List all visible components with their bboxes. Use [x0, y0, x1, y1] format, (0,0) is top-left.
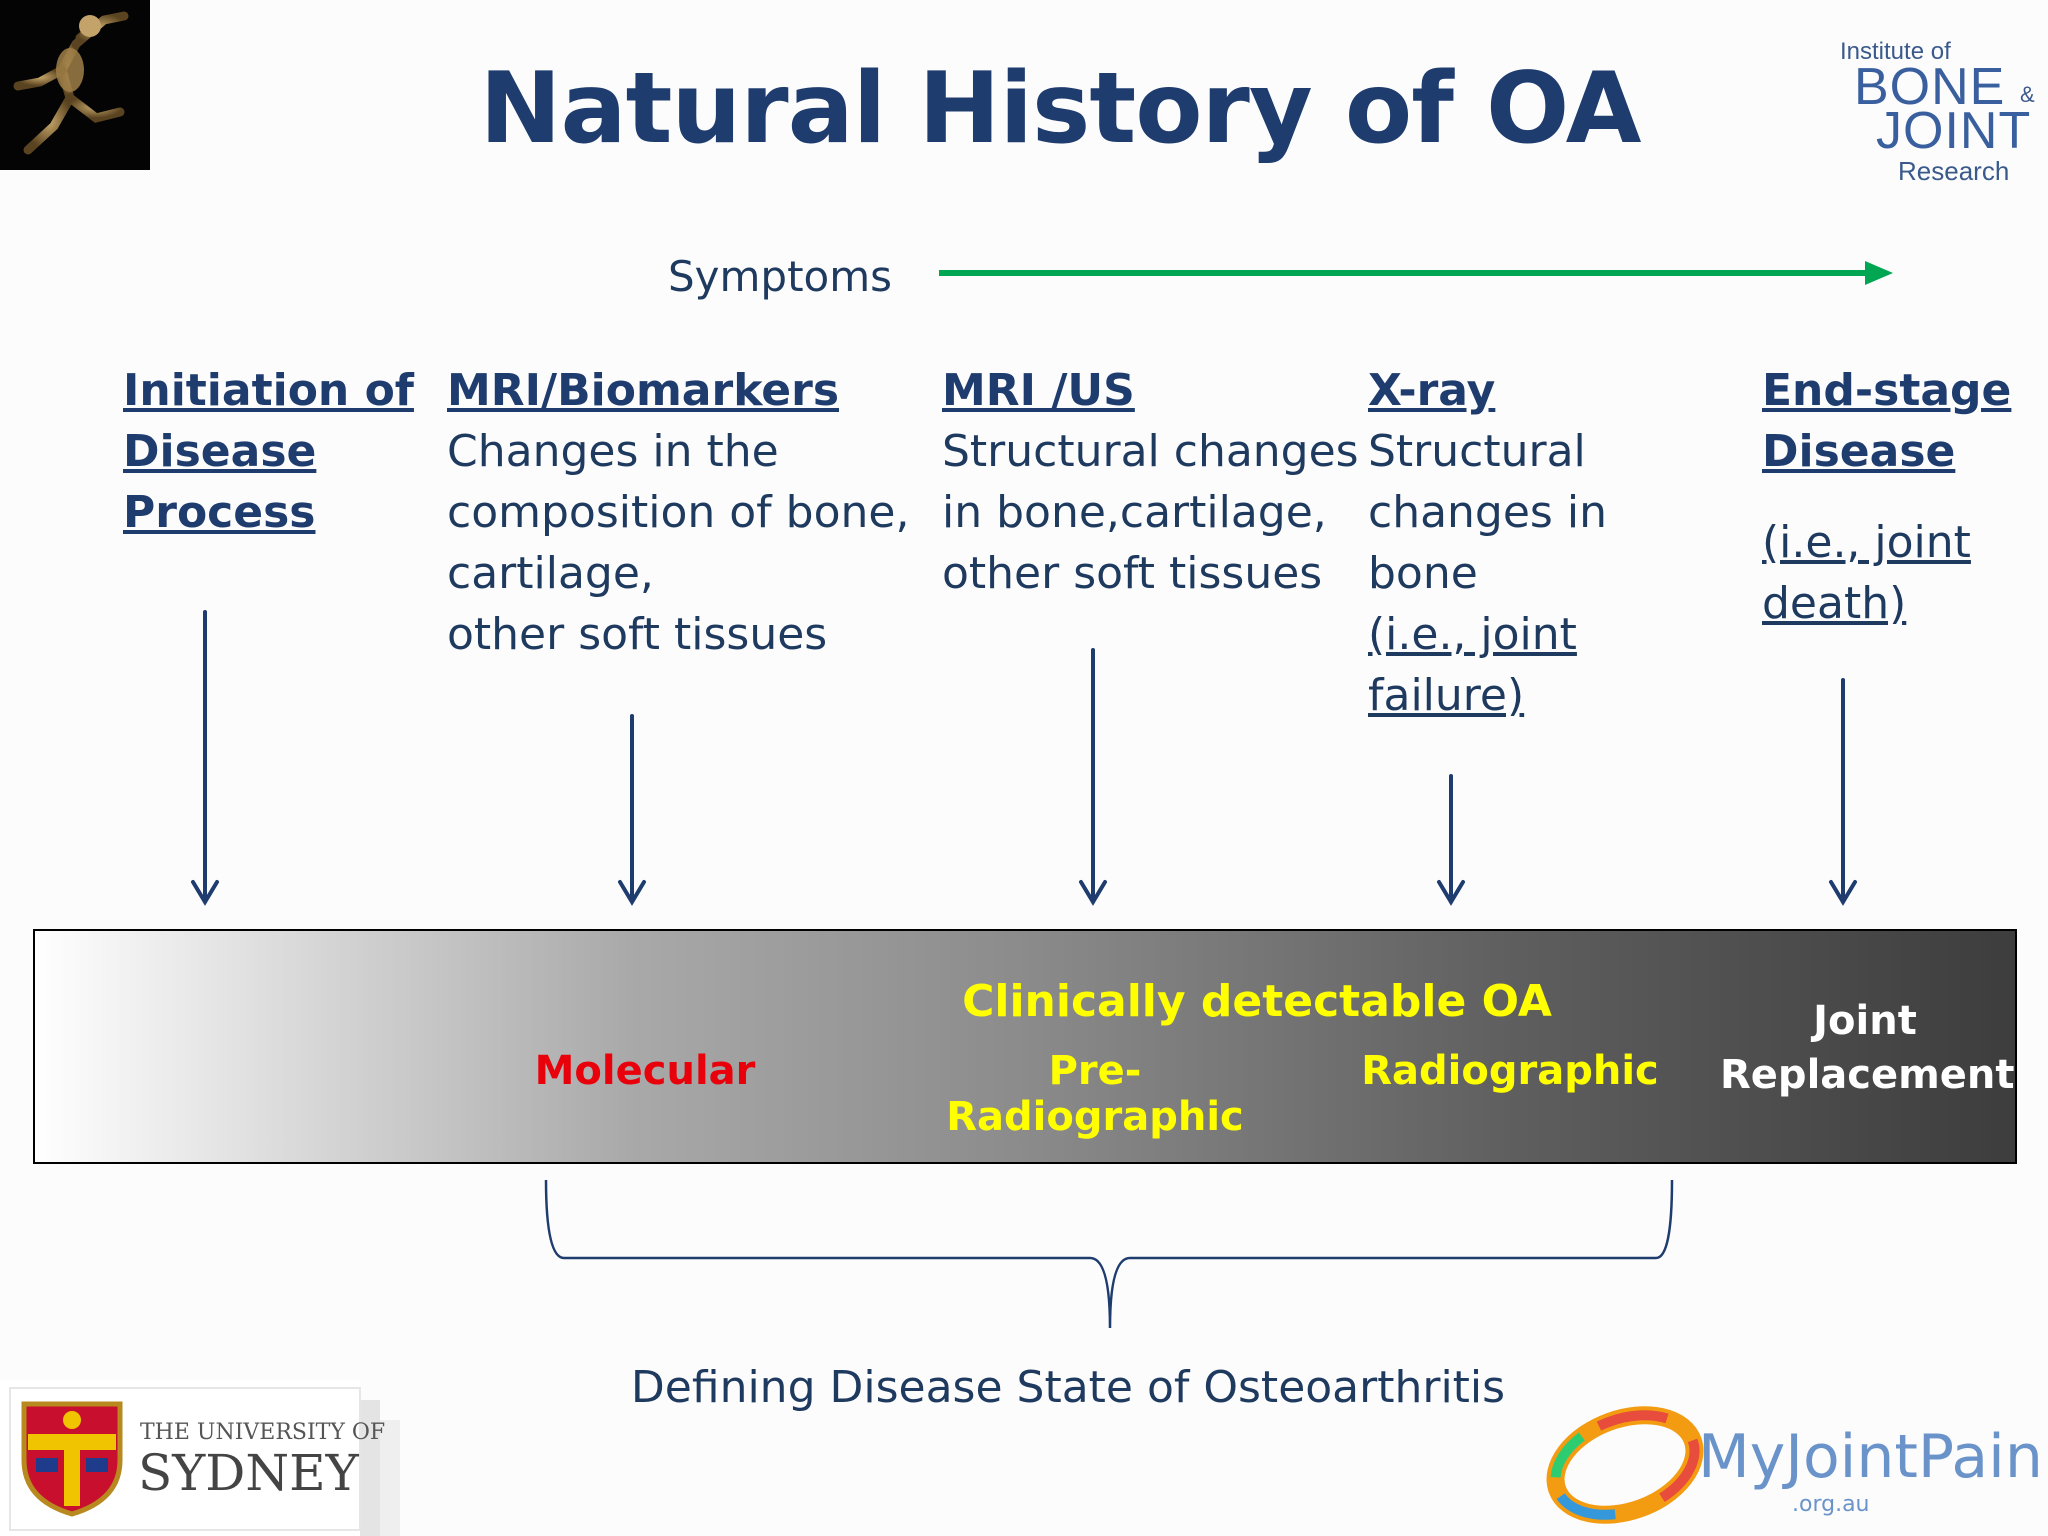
skeleton-figure-icon — [0, 0, 150, 170]
stage-mri-us: MRI /US Structural changes in bone,carti… — [942, 360, 1359, 604]
ibjr-logo-line3: JOINT — [1876, 102, 2032, 160]
molecular-label: Molecular — [534, 1048, 756, 1094]
symptoms-label: Symptoms — [668, 252, 893, 301]
arrow-initiation — [191, 610, 219, 906]
stage-xray-line-2: changes in — [1368, 487, 1607, 538]
arrow-xray — [1437, 774, 1465, 906]
stage-xray: X-ray Structural changes in bone (i.e., … — [1368, 360, 1607, 726]
ibjr-logo-line4: Research — [1898, 156, 2010, 186]
arrow-mri-biomarkers — [618, 714, 646, 906]
ibjr-logo-line1: Institute of — [1840, 38, 1951, 65]
arrow-mri-us — [1079, 648, 1107, 906]
ibjr-logo: Institute of BONE & JOINT Research — [1828, 20, 2048, 220]
sydney-crest-icon — [21, 1401, 123, 1517]
joint-replacement-line-1: Joint — [1813, 998, 1917, 1044]
stage-mri-us-line-2: in bone,cartilage, — [942, 487, 1327, 538]
myjointpain-name: MyJointPain — [1698, 1422, 2043, 1492]
sydney-logo-line1: THE UNIVERSITY OF — [140, 1420, 386, 1445]
stage-xray-note-2: failure) — [1368, 670, 1525, 721]
skeleton-logo — [0, 0, 150, 170]
stage-initiation-title-3: Process — [123, 487, 316, 538]
stage-mri-biomarkers-title: MRI/Biomarkers — [447, 365, 840, 416]
diagram-caption: Defining Disease State of Osteoarthritis — [630, 1362, 1506, 1413]
symptoms-arrow — [939, 261, 1893, 285]
stage-mri-biomarkers-line-3: cartilage, — [447, 548, 654, 599]
stage-xray-title: X-ray — [1368, 365, 1496, 416]
stage-end-stage-title-1: End-stage — [1762, 365, 2012, 416]
page-title: Natural History of OA — [479, 52, 1642, 166]
clinically-detectable-label: Clinically detectable OA — [962, 976, 1552, 1027]
stage-initiation: Initiation of Disease Process — [123, 360, 414, 543]
stage-xray-note-1: (i.e., joint — [1368, 609, 1577, 660]
arrow-end-stage — [1829, 678, 1857, 906]
pre-radiographic-label: Pre-Radiographic — [946, 1048, 1244, 1140]
radiographic-label: Radiographic — [1361, 1048, 1659, 1094]
stage-mri-biomarkers-line-2: composition of bone, — [447, 487, 910, 538]
defining-state-brace — [544, 1179, 1674, 1329]
stage-end-stage-note-2: death) — [1762, 578, 1907, 629]
stage-end-stage: End-stage Disease (i.e., joint death) — [1762, 360, 2011, 634]
joint-replacement-line-2: Replacement — [1720, 1052, 2015, 1098]
stage-xray-line-3: bone — [1368, 548, 1478, 599]
stage-mri-biomarkers: MRI/Biomarkers Changes in the compositio… — [447, 360, 909, 665]
university-sydney-logo: THE UNIVERSITY OF SYDNEY — [0, 1380, 410, 1536]
stage-initiation-title-1: Initiation of — [123, 365, 414, 416]
stage-end-stage-title-2: Disease — [1762, 426, 1956, 477]
stage-mri-biomarkers-line-1: Changes in the — [447, 426, 779, 477]
myjointpain-logo: MyJointPain .org.au — [1540, 1400, 2043, 1536]
myjointpain-domain: .org.au — [1792, 1492, 1870, 1517]
ibjr-logo-amp: & — [2020, 82, 2035, 107]
myjointpain-ring-icon — [1546, 1406, 1704, 1524]
disease-progression-bar — [33, 929, 2017, 1164]
stage-mri-us-title: MRI /US — [942, 365, 1135, 416]
stage-end-stage-note-1: (i.e., joint — [1762, 517, 1971, 568]
stage-xray-line-1: Structural — [1368, 426, 1586, 477]
joint-replacement-label: Joint Replacement — [1720, 994, 2015, 1102]
stage-mri-us-line-1: Structural changes — [942, 426, 1359, 477]
stage-initiation-title-2: Disease — [123, 426, 317, 477]
sydney-logo-line2: SYDNEY — [138, 1444, 359, 1502]
stage-mri-us-line-3: other soft tissues — [942, 548, 1323, 599]
ibjr-logo-line2: BONE — [1854, 58, 2006, 116]
stage-mri-biomarkers-line-4: other soft tissues — [447, 609, 828, 660]
